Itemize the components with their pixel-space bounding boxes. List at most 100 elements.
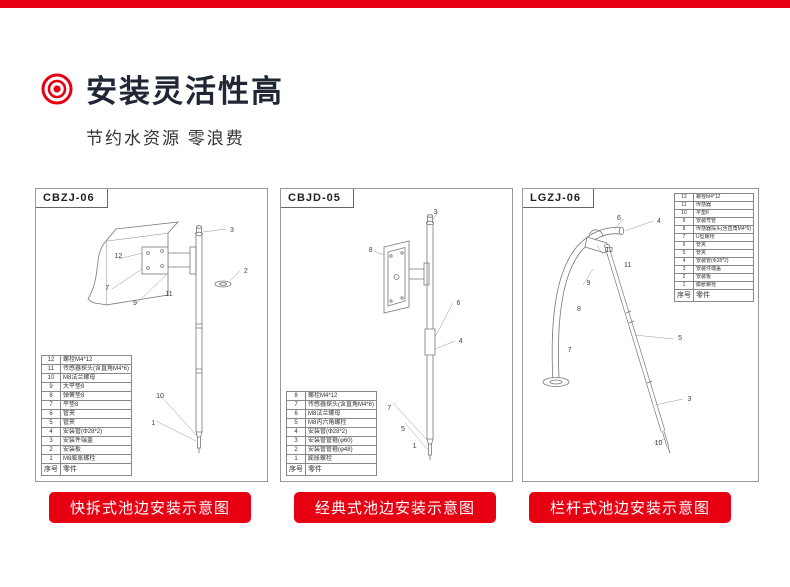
parts-table-cell: 安装管管箍(φ48) — [304, 445, 378, 455]
parts-table-cell: 2 — [673, 273, 694, 282]
parts-table-cell: 4 — [41, 427, 61, 437]
callout-layer: 3 8 6 4 7 5 1 — [281, 189, 512, 481]
parts-table-cell: 序号 — [41, 463, 61, 476]
parts-table-cell: 零件 — [304, 463, 378, 476]
diagram-callout-number: 7 — [105, 285, 110, 293]
parts-table-cell: 1 — [673, 281, 694, 290]
parts-table-cell: 6 — [286, 409, 306, 419]
parts-table-cell: 4 — [286, 427, 306, 437]
parts-table-cell: 传感器探头(含直角M4*6) — [304, 400, 378, 410]
parts-table-header-row: 序号零件 — [41, 463, 133, 476]
diagram-callout-number: 4 — [656, 218, 661, 226]
parts-table-cell: 传感器探头(含直角M4*6) — [59, 364, 133, 374]
parts-table-cell: 3 — [673, 265, 694, 274]
diagram-callout-number: 5 — [678, 335, 682, 342]
parts-table-cell: 7 — [286, 400, 306, 410]
panel-cbzj-06: CBZJ-06 — [35, 188, 268, 482]
diagram-callout-number: 3 — [433, 209, 438, 217]
parts-table-cell: 膨胀螺栓 — [692, 281, 755, 290]
parts-table-cell: M8法兰螺母 — [59, 373, 133, 383]
parts-table-cell: 安装管管箍(φ60) — [304, 436, 378, 446]
parts-table-cell: M8膨胀螺栓 — [59, 454, 133, 464]
parts-table-cell: 6 — [41, 409, 61, 419]
diagram-callout-number: 7 — [567, 346, 572, 354]
parts-table-cell: 5 — [41, 418, 61, 428]
page-subtitle: 节约水资源 零浪费 — [86, 129, 245, 148]
diagram-callout-number: 5 — [401, 425, 406, 433]
button-quick-release-diagram[interactable]: 快拆式池边安装示意图 — [49, 492, 251, 523]
parts-table-cell: 安装管(Φ28*2) — [304, 427, 378, 437]
parts-table-cell: 管夹 — [692, 249, 755, 258]
parts-table-cell: 9 — [41, 382, 61, 392]
parts-table-cell: U型螺栓 — [692, 233, 755, 242]
diagram-callout-number: 10 — [156, 393, 164, 401]
parts-table-cell: M8法兰螺母 — [304, 409, 378, 419]
parts-table-cell: 大平垫8 — [59, 382, 133, 392]
parts-table-cell: 5 — [286, 418, 306, 428]
parts-table-cell: 平垫8 — [692, 209, 755, 218]
parts-table-cell: 12 — [673, 193, 694, 202]
parts-table-cell: 11 — [673, 201, 694, 210]
parts-table-cell: 8 — [286, 391, 306, 401]
parts-table-header-row: 序号零件 — [673, 289, 755, 302]
parts-table-cell: 传感器 — [692, 201, 755, 210]
diagram-callout-number: 11 — [624, 262, 632, 269]
diagram-quick-release-mount — [87, 221, 241, 453]
diagram-classic-mount — [373, 210, 456, 460]
button-classic-diagram[interactable]: 经典式池边安装示意图 — [294, 492, 496, 523]
parts-table-cell: 12 — [41, 355, 61, 365]
parts-table-cell: 安装板 — [692, 273, 755, 282]
diagram-callout-number: 8 — [368, 247, 373, 255]
diagram-railing-mount — [542, 218, 684, 454]
parts-table-cell: 1 — [286, 454, 306, 464]
parts-table-cell: 6 — [673, 241, 694, 250]
model-label-cbzj-06: CBZJ-06 — [36, 189, 108, 208]
parts-table-cell: 序号 — [286, 463, 306, 476]
parts-table-cell: 安装板 — [59, 445, 133, 455]
parts-table-cell: 7 — [673, 233, 694, 242]
diagram-callout-number: 1 — [412, 443, 417, 451]
diagram-callout-number: 9 — [586, 279, 591, 287]
parts-table-cell: 螺栓M4*12 — [692, 193, 755, 202]
parts-table-cell: 管夹 — [692, 241, 755, 250]
diagram-callout-number: 7 — [387, 405, 392, 413]
parts-table-cell: 零件 — [59, 463, 133, 476]
parts-table-cell: M8内六角螺栓 — [304, 418, 378, 428]
parts-table-cell: 膨胀螺栓 — [304, 454, 378, 464]
parts-table-cell: 8 — [673, 225, 694, 234]
diagram-callout-number: 9 — [133, 299, 137, 307]
diagram-callout-number: 3 — [687, 396, 692, 404]
parts-table-cell: 传感器探头(含直角M4*6) — [692, 225, 755, 234]
parts-table-cell: 11 — [41, 364, 61, 374]
parts-table-cell: 5 — [673, 249, 694, 258]
parts-table-cell: 零件 — [692, 289, 755, 302]
parts-table-cell: 安装管(Φ28*2) — [59, 427, 133, 437]
diagram-callout-number: 11 — [165, 291, 173, 299]
button-railing-diagram[interactable]: 栏杆式池边安装示意图 — [529, 492, 731, 523]
header: 安装灵活性高 节约水资源 零浪费 — [40, 66, 284, 149]
